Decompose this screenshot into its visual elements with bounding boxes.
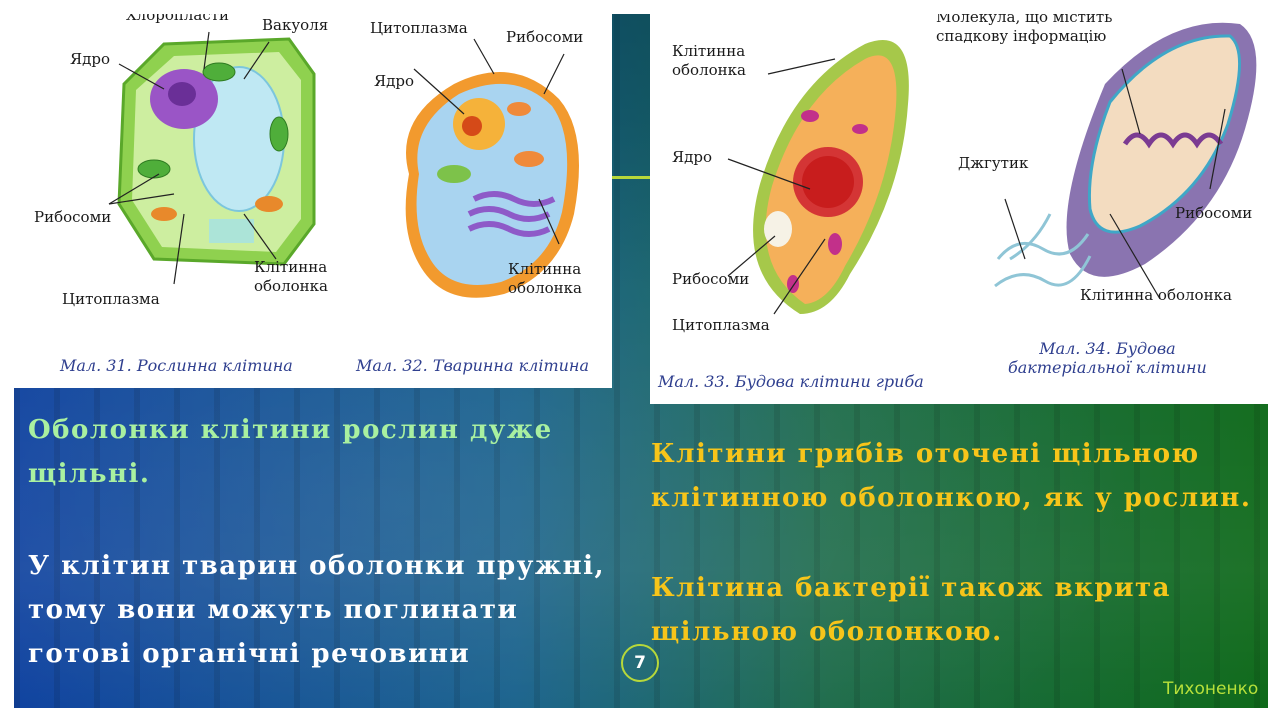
label-dna: Молекула, що містить спадкову інформацію bbox=[936, 14, 1113, 45]
caption-animal-cell: Мал. 32. Тваринна клітина bbox=[356, 356, 589, 375]
page-number-badge: 7 bbox=[621, 644, 659, 682]
animal-cell-drawing bbox=[405, 72, 579, 298]
plant-walls-text: Оболонки клітини рослин дуже щільні. bbox=[28, 415, 553, 489]
label-flagellum: Джгутик bbox=[958, 154, 1029, 172]
plant-cell-drawing bbox=[117, 37, 316, 266]
fungi-walls-text: Клітини грибів оточені щільною клітинною… bbox=[651, 439, 1252, 513]
label-cell-wall: Клітинна оболонка bbox=[508, 260, 582, 297]
label-ribosomes: Рибосоми bbox=[34, 208, 112, 226]
label-cell-wall: Клітинна оболонка bbox=[672, 42, 746, 79]
plant-animal-cells-illustration bbox=[108, 31, 579, 298]
label-nucleus: Ядро bbox=[672, 148, 712, 166]
label-vacuole: Вакуоля bbox=[262, 16, 329, 34]
leader-lines bbox=[108, 31, 565, 285]
fungus-bacteria-cells-illustration bbox=[727, 22, 1257, 315]
bacteria-walls-text: Клітина бактерії також вкрита щільною об… bbox=[651, 573, 1171, 647]
label-cell-wall: Клітинна оболонка bbox=[254, 258, 328, 295]
caption-bacteria-cell: Мал. 34. Будова бактеріальної клітини bbox=[1008, 339, 1207, 377]
animal-walls-text: У клітин тварин оболонки пружні, тому во… bbox=[28, 551, 606, 669]
caption-fungus-cell: Мал. 33. Будова клітини гриба bbox=[658, 372, 924, 391]
label-cell-wall: Клітинна оболонка bbox=[1080, 286, 1232, 304]
top-margin bbox=[0, 0, 1280, 14]
figure-panel-plant-animal: Хлоропласти Вакуоля Ядро Рибосоми Клітин… bbox=[14, 14, 612, 388]
bacteria-cell-drawing bbox=[994, 22, 1257, 288]
author-name: Тихоненко bbox=[1163, 679, 1259, 699]
label-nucleus: Ядро bbox=[374, 72, 414, 90]
leader-lines bbox=[727, 58, 1226, 315]
caption-plant-cell: Мал. 31. Рослинна клітина bbox=[60, 356, 293, 375]
label-chloroplasts: Хлоропласти bbox=[126, 14, 230, 24]
figure-panel-fungus-bacteria: Клітинна оболонка Ядро Рибосоми Цитоплаз… bbox=[650, 14, 1268, 404]
accent-line bbox=[612, 176, 650, 179]
label-cytoplasm: Цитоплазма bbox=[62, 290, 160, 308]
label-cytoplasm: Цитоплазма bbox=[672, 316, 770, 334]
label-nucleus: Ядро bbox=[70, 50, 110, 68]
label-ribosomes: Рибосоми bbox=[506, 28, 584, 46]
label-cytoplasm: Цитоплазма bbox=[370, 19, 468, 37]
fungus-cell-drawing bbox=[753, 40, 909, 314]
label-ribosomes: Рибосоми bbox=[1175, 204, 1253, 222]
label-ribosomes: Рибосоми bbox=[672, 270, 750, 288]
